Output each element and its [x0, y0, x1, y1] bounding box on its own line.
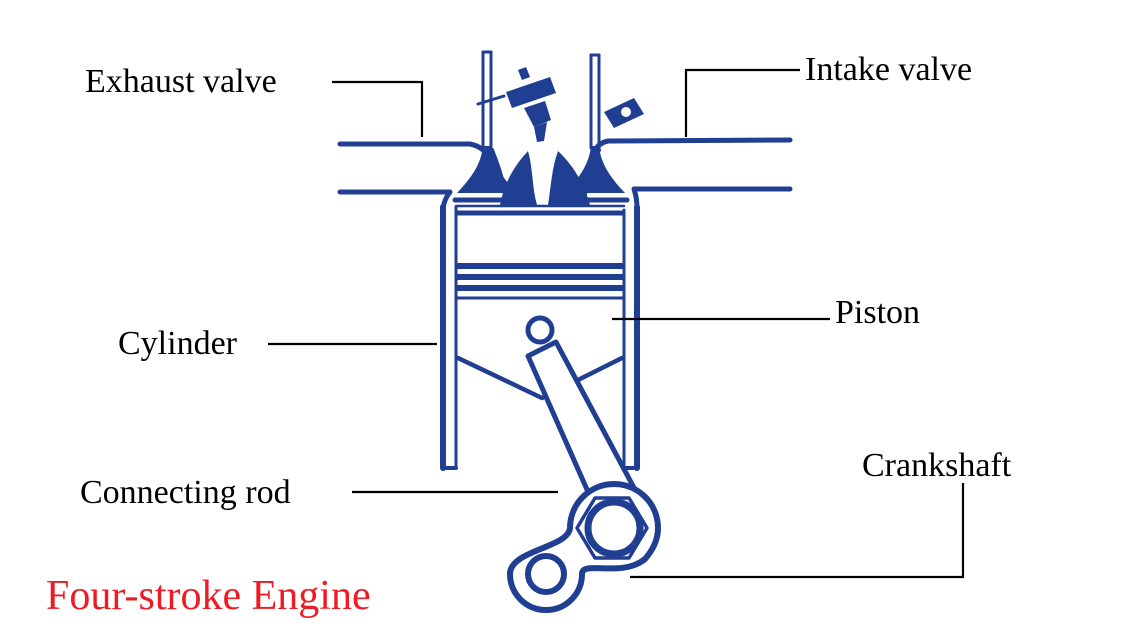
piston-skirt-chevron	[455, 355, 625, 401]
exhaust-valve-leader	[332, 80, 424, 137]
label-connecting-rod: Connecting rod	[80, 474, 291, 511]
diagram-title: Four-stroke Engine	[46, 573, 371, 619]
label-piston: Piston	[835, 294, 921, 331]
label-intake-valve: Intake valve	[805, 51, 973, 88]
crankshaft-drawing	[507, 481, 661, 613]
wrist-pin	[525, 315, 555, 345]
leader-lines	[268, 68, 965, 579]
intake-valve-leader	[684, 68, 800, 137]
crank-pin-bore	[584, 498, 644, 558]
spark-plug-drawing	[476, 67, 601, 207]
label-crankshaft: Crankshaft	[862, 447, 1012, 484]
big-end-cap	[575, 496, 649, 560]
crankshaft-leader	[630, 483, 965, 579]
label-cylinder: Cylinder	[118, 325, 237, 362]
counterweight-hole	[525, 553, 567, 595]
cylinder-drawing	[440, 204, 640, 471]
piston-drawing	[455, 210, 625, 401]
label-exhaust-valve: Exhaust valve	[85, 63, 277, 100]
